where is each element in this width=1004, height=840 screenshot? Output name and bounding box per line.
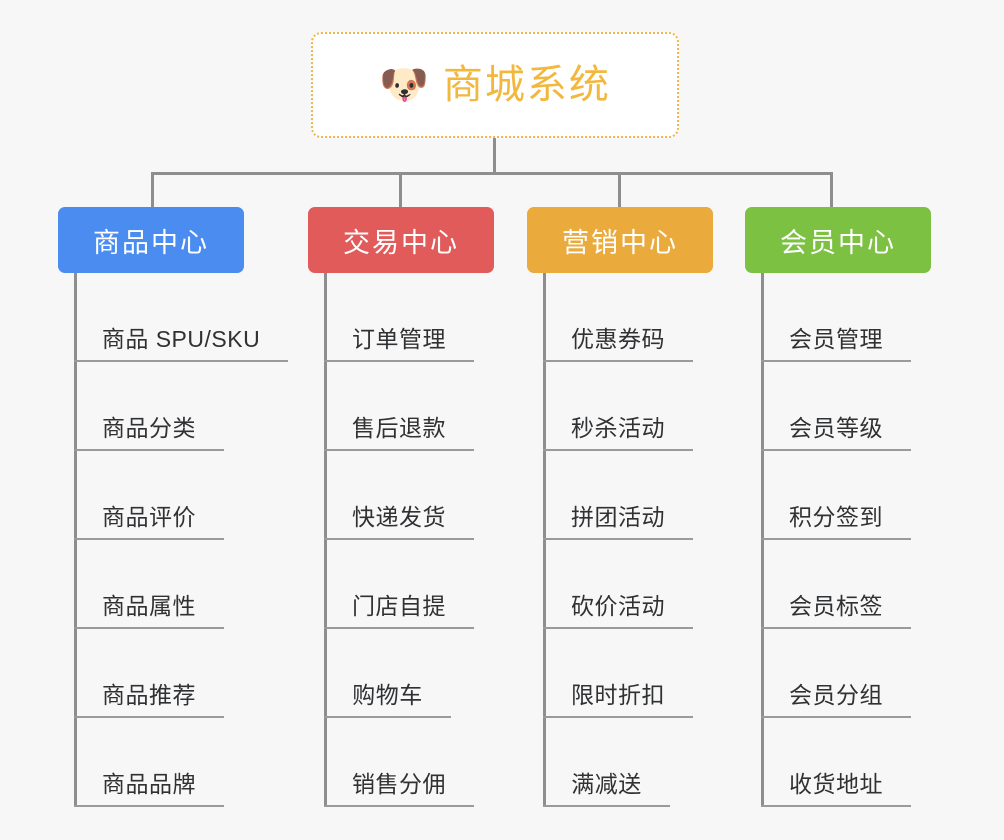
- leaf-item-label: 购物车: [352, 682, 423, 709]
- leaf-list-member-center: 会员管理会员等级积分签到会员标签会员分组收货地址: [761, 273, 911, 807]
- category-header-product-center[interactable]: 商品中心: [58, 207, 244, 273]
- connector-drop-trade: [399, 172, 402, 208]
- leaf-list-trade-center: 订单管理售后退款快递发货门店自提购物车销售分佣: [324, 273, 474, 807]
- connector-drop-product: [151, 172, 154, 208]
- connector-root-stem: [493, 138, 496, 174]
- leaf-item-label: 快递发货: [352, 504, 446, 531]
- leaf-item[interactable]: 订单管理: [324, 273, 474, 362]
- leaf-item[interactable]: 商品评价: [74, 451, 224, 540]
- leaf-item-label: 满减送: [571, 771, 642, 798]
- leaf-item[interactable]: 售后退款: [324, 362, 474, 451]
- category-header-label: 营销中心: [562, 227, 678, 258]
- leaf-item-label: 限时折扣: [571, 682, 665, 709]
- leaf-item[interactable]: 会员分组: [761, 629, 911, 718]
- root-node-mall-system[interactable]: 🐶 商城系统: [311, 32, 679, 138]
- category-header-member-center[interactable]: 会员中心: [745, 207, 931, 273]
- category-header-marketing-center[interactable]: 营销中心: [527, 207, 713, 273]
- leaf-item[interactable]: 积分签到: [761, 451, 911, 540]
- leaf-item-label: 订单管理: [352, 326, 446, 353]
- leaf-item-label: 商品属性: [102, 593, 196, 620]
- leaf-item[interactable]: 商品属性: [74, 540, 224, 629]
- leaf-item-label: 商品 SPU/SKU: [101, 326, 261, 353]
- leaf-item[interactable]: 快递发货: [324, 451, 474, 540]
- connector-drop-member: [830, 172, 833, 208]
- leaf-item[interactable]: 会员等级: [761, 362, 911, 451]
- leaf-item[interactable]: 满减送: [543, 718, 670, 807]
- category-header-label: 交易中心: [343, 227, 459, 258]
- leaf-item-label: 优惠券码: [571, 326, 665, 353]
- leaf-item[interactable]: 商品分类: [74, 362, 224, 451]
- leaf-list-marketing-center: 优惠券码秒杀活动拼团活动砍价活动限时折扣满减送: [543, 273, 693, 807]
- leaf-item[interactable]: 销售分佣: [324, 718, 474, 807]
- leaf-item[interactable]: 购物车: [324, 629, 451, 718]
- connector-trunk-product-center: [74, 273, 77, 807]
- category-header-trade-center[interactable]: 交易中心: [308, 207, 494, 273]
- connector-drop-marketing: [618, 172, 621, 208]
- leaf-item-label: 会员等级: [789, 415, 883, 442]
- leaf-item-label: 商品品牌: [102, 771, 196, 798]
- leaf-item-label: 销售分佣: [352, 771, 446, 798]
- leaf-item-label: 会员标签: [789, 593, 883, 620]
- leaf-item-label: 收货地址: [789, 771, 883, 798]
- root-node-title: 商城系统: [442, 63, 611, 107]
- category-header-label: 商品中心: [93, 227, 209, 258]
- leaf-item-label: 商品评价: [102, 504, 196, 531]
- leaf-item-label: 会员管理: [789, 326, 883, 353]
- leaf-item[interactable]: 商品品牌: [74, 718, 224, 807]
- leaf-item-label: 门店自提: [352, 593, 446, 620]
- leaf-item-label: 商品推荐: [102, 682, 196, 709]
- leaf-item-label: 积分签到: [789, 504, 883, 531]
- leaf-item-label: 砍价活动: [571, 593, 665, 620]
- connector-trunk-member-center: [761, 273, 764, 807]
- shiba-dog-face-icon: 🐶: [379, 63, 429, 107]
- leaf-item[interactable]: 商品 SPU/SKU: [74, 273, 288, 362]
- leaf-item[interactable]: 优惠券码: [543, 273, 693, 362]
- leaf-item-label: 售后退款: [352, 415, 446, 442]
- connector-trunk-marketing-center: [543, 273, 546, 807]
- leaf-item[interactable]: 商品推荐: [74, 629, 224, 718]
- leaf-item-label: 秒杀活动: [571, 415, 665, 442]
- connector-horizontal-bus: [151, 172, 833, 175]
- category-header-label: 会员中心: [780, 227, 896, 258]
- leaf-item[interactable]: 限时折扣: [543, 629, 693, 718]
- leaf-item[interactable]: 秒杀活动: [543, 362, 693, 451]
- leaf-item-label: 拼团活动: [571, 504, 665, 531]
- leaf-item-label: 会员分组: [789, 682, 883, 709]
- leaf-list-product-center: 商品 SPU/SKU 商品分类商品评价商品属性商品推荐商品品牌: [74, 273, 288, 807]
- leaf-item-label: 商品分类: [102, 415, 196, 442]
- leaf-item[interactable]: 门店自提: [324, 540, 474, 629]
- leaf-item[interactable]: 会员标签: [761, 540, 911, 629]
- leaf-item[interactable]: 拼团活动: [543, 451, 693, 540]
- leaf-item[interactable]: 会员管理: [761, 273, 911, 362]
- leaf-item[interactable]: 收货地址: [761, 718, 911, 807]
- leaf-item[interactable]: 砍价活动: [543, 540, 693, 629]
- connector-trunk-trade-center: [324, 273, 327, 807]
